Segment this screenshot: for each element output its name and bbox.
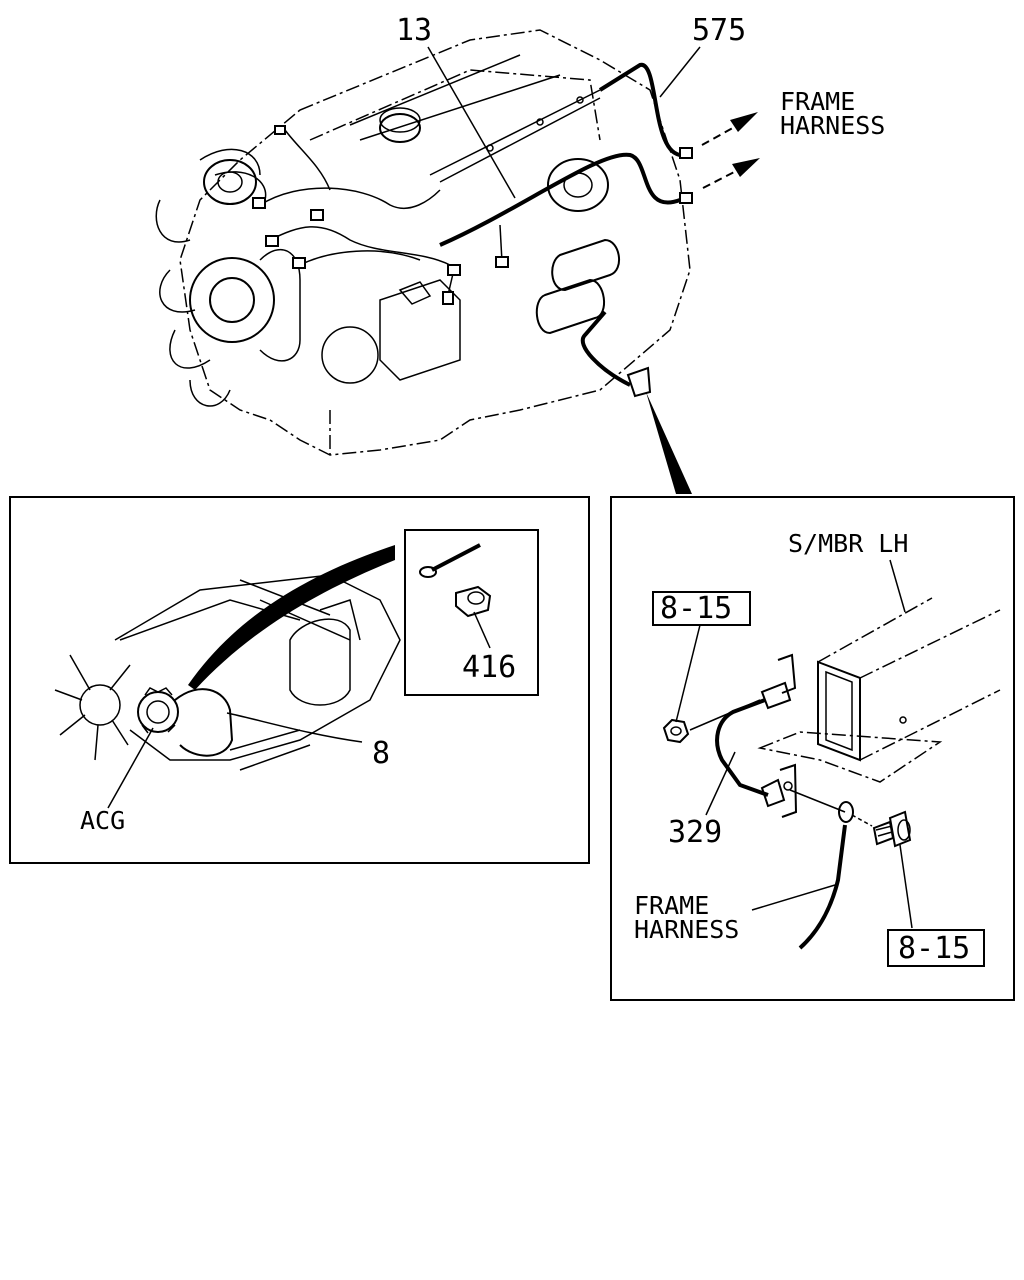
callout-8: 8 — [372, 736, 390, 771]
alternator-icon — [137, 687, 234, 757]
callout-416: 416 — [462, 650, 516, 685]
fan-icon — [54, 654, 131, 761]
leader-8-15-top — [675, 624, 701, 723]
connector-icon — [292, 257, 306, 269]
nut-icon — [455, 585, 492, 618]
frame-harness-label-line2: HARNESS — [780, 111, 885, 140]
left-detail-panel: 8 ACG 416 — [9, 496, 590, 864]
connector-icon — [679, 192, 693, 204]
smbr-lh-label: S/MBR LH — [788, 529, 908, 558]
callout-acg: ACG — [80, 806, 125, 835]
leader-smbr — [889, 559, 906, 613]
detail-pointer-right — [646, 392, 692, 494]
flange-nut-icon — [662, 718, 690, 744]
ref-8-15-bottom: 8-15 — [898, 931, 970, 966]
leader-acg — [107, 727, 154, 809]
callout-575: 575 — [692, 13, 746, 48]
connector-icon — [679, 147, 693, 159]
connector-icon — [265, 235, 279, 247]
connector-icon — [310, 209, 324, 221]
callout-329: 329 — [668, 815, 722, 850]
engine-harness — [252, 63, 693, 398]
arrow-icon — [732, 158, 760, 177]
connector-icon — [274, 125, 286, 135]
arrow-icon — [730, 112, 758, 132]
flange-bolt-icon — [872, 810, 912, 848]
frame-harness-label-line1: FRAME — [780, 87, 855, 116]
leader-575 — [659, 46, 701, 98]
ground-strap-icon — [715, 653, 798, 818]
connector-icon — [252, 197, 266, 209]
connector-icon — [442, 291, 454, 305]
frame-harness-arrows — [701, 112, 760, 189]
frame-harness-detail-line1: FRAME — [634, 891, 709, 920]
leader-8 — [226, 712, 363, 743]
leader-frame-harness — [751, 884, 836, 911]
leader-329 — [705, 751, 736, 816]
leader-416 — [473, 611, 491, 649]
ref-8-15-top-box — [652, 591, 751, 626]
side-member-icon — [817, 597, 1001, 762]
frame-harness-detail-line2: HARNESS — [634, 915, 739, 944]
engine-illustration — [155, 29, 691, 456]
connector-icon — [447, 264, 461, 276]
ring-terminal-icon — [419, 566, 437, 578]
callout-13: 13 — [396, 13, 432, 48]
leader-8-15-bottom — [899, 844, 913, 929]
ref-8-15-bottom-box — [887, 929, 985, 967]
connector-icon — [495, 256, 509, 268]
inset-box — [404, 529, 539, 696]
inset-pointer — [188, 545, 395, 690]
ref-8-15-top: 8-15 — [660, 591, 732, 626]
leader-13 — [427, 46, 516, 199]
right-detail-panel: S/MBR LH 8-15 8-15 — [610, 496, 1015, 1001]
ring-terminal-icon — [838, 801, 854, 823]
